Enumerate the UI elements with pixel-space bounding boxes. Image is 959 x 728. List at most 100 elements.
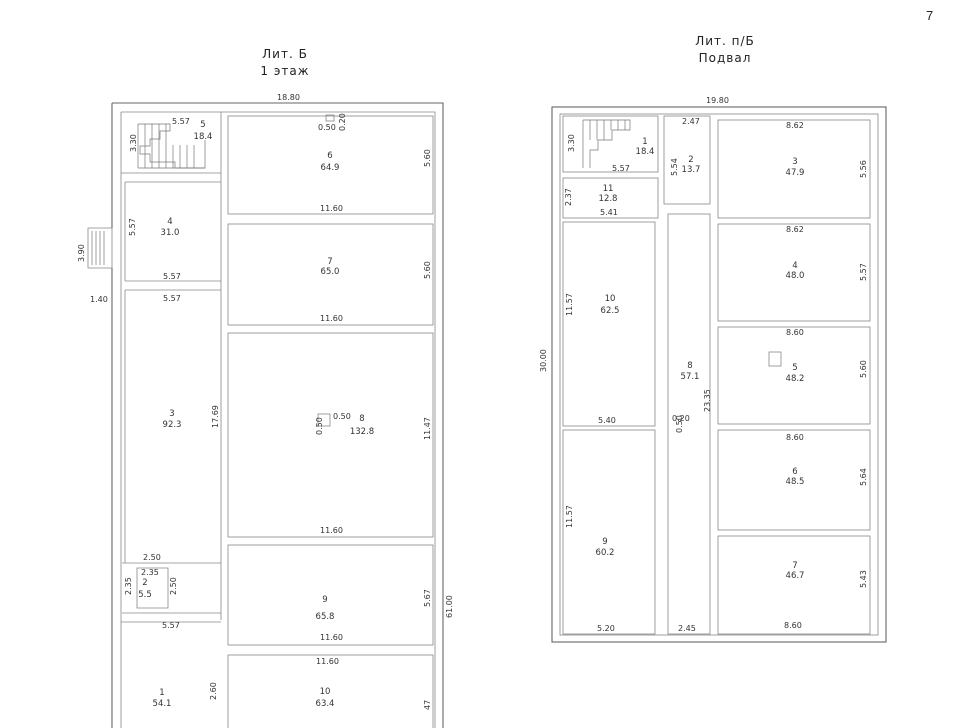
right-overall-length: 30.00 <box>539 349 548 372</box>
dim: 5.57 <box>163 272 181 281</box>
dim: 8.60 <box>786 433 804 442</box>
room-3-number: 3 <box>169 409 174 419</box>
dim: 5.67 <box>423 589 432 607</box>
dim: 5.64 <box>859 468 868 486</box>
room-6-number: 6 <box>327 151 332 161</box>
dim: 2.37 <box>564 188 573 206</box>
room-11-number: 11 <box>603 184 614 194</box>
room-2-number: 2 <box>688 155 693 165</box>
room-9-area: 60.2 <box>596 548 615 558</box>
left-plan-subtitle: 1 этаж <box>260 64 310 78</box>
left-plan-title: Лит. Б <box>262 47 308 61</box>
dim: 11.60 <box>320 314 343 323</box>
dim: 2.35 <box>141 568 159 577</box>
room-9-number: 9 <box>602 537 607 547</box>
dim: 5.57 <box>859 263 868 281</box>
dim: 0.50 <box>318 123 336 132</box>
dim: 5.57 <box>128 218 137 236</box>
room-10-number: 10 <box>605 294 616 304</box>
dim: 47 <box>423 700 432 710</box>
dim: 3.30 <box>129 134 138 152</box>
dim: 5.57 <box>612 164 630 173</box>
dim: 0.50 <box>333 412 351 421</box>
dim: 2.50 <box>169 577 178 595</box>
room-3-number: 3 <box>792 157 797 167</box>
room-8-area: 132.8 <box>350 427 374 437</box>
dim: 2.35 <box>124 577 133 595</box>
room-9-area: 65.8 <box>316 612 335 622</box>
room-2-area: 13.7 <box>682 165 701 175</box>
dim: 5.60 <box>859 360 868 378</box>
dim: 0.20 <box>338 113 347 131</box>
room-7-area: 46.7 <box>786 571 805 581</box>
dim: 11.60 <box>320 526 343 535</box>
room-1-area: 54.1 <box>153 699 172 709</box>
dim: 11.57 <box>565 505 574 528</box>
room-6-area: 48.5 <box>786 477 805 487</box>
right-overall-width: 19.80 <box>706 96 729 105</box>
dim: 5.57 <box>162 621 180 630</box>
dim: 2.60 <box>209 682 218 700</box>
dim: 5.54 <box>670 158 679 176</box>
dim: 5.56 <box>859 160 868 178</box>
dim: 0.20 <box>672 414 690 423</box>
room-3-area: 92.3 <box>163 420 182 430</box>
dim: 0.50 <box>675 415 684 433</box>
dim: 2.50 <box>143 553 161 562</box>
room-8-area: 57.1 <box>681 372 700 382</box>
dim: 1.40 <box>90 295 108 304</box>
dim: 8.60 <box>784 621 802 630</box>
room-7-area: 65.0 <box>321 267 340 277</box>
dim: 8.60 <box>786 328 804 337</box>
room-4-number: 4 <box>167 217 172 227</box>
room-6-number: 6 <box>792 467 797 477</box>
room-5-area: 48.2 <box>786 374 805 384</box>
room-1-number: 1 <box>159 688 164 698</box>
left-overall-length: 61.00 <box>445 595 454 618</box>
dim: 3.30 <box>567 134 576 152</box>
room-6-area: 64.9 <box>321 163 340 173</box>
room-5-area: 18.4 <box>194 132 213 142</box>
dim: 8.62 <box>786 121 804 130</box>
dim: 5.20 <box>597 624 615 633</box>
room-2-number: 2 <box>142 578 147 588</box>
room-7-number: 7 <box>327 257 332 267</box>
dim: 5.60 <box>423 261 432 279</box>
room-1-area: 18.4 <box>636 147 655 157</box>
right-plan-subtitle: Подвал <box>698 51 752 65</box>
dim: 5.41 <box>600 208 618 217</box>
dim: 5.43 <box>859 570 868 588</box>
dim: 5.40 <box>598 416 616 425</box>
room-8-number: 8 <box>687 361 692 371</box>
room-10-number: 10 <box>320 687 331 697</box>
room-4-number: 4 <box>792 261 797 271</box>
dim: 3.90 <box>77 244 86 262</box>
left-overall-width: 18.80 <box>277 93 300 102</box>
stairs-icon <box>582 119 631 168</box>
room-2-area: 5.5 <box>138 590 152 600</box>
room-9-number: 9 <box>322 595 327 605</box>
room-5-number: 5 <box>200 120 205 130</box>
dim: 8.62 <box>786 225 804 234</box>
room-3-area: 47.9 <box>786 168 805 178</box>
dim: 5.57 <box>172 117 190 126</box>
dim: 5.57 <box>163 294 181 303</box>
right-floor-plan: 1 18.4 2 13.7 3 47.9 11 12.8 4 48.0 10 6… <box>539 96 887 643</box>
room-7-number: 7 <box>792 561 797 571</box>
room-8-number: 8 <box>359 414 364 424</box>
page-number: 7 <box>926 8 934 23</box>
dim: 23.35 <box>703 389 712 412</box>
room-4-area: 48.0 <box>786 271 805 281</box>
dim: 2.47 <box>682 117 700 126</box>
dim: 11.60 <box>316 657 339 666</box>
room-10-area: 63.4 <box>316 699 335 709</box>
dim: 11.57 <box>565 293 574 316</box>
dim: 0.50 <box>315 417 324 435</box>
dim: 5.60 <box>423 149 432 167</box>
dim: 11.60 <box>320 633 343 642</box>
dim: 2.45 <box>678 624 696 633</box>
dim: 11.47 <box>423 417 432 440</box>
right-plan-title: Лит. п/Б <box>695 34 755 48</box>
room-1-number: 1 <box>642 137 647 147</box>
